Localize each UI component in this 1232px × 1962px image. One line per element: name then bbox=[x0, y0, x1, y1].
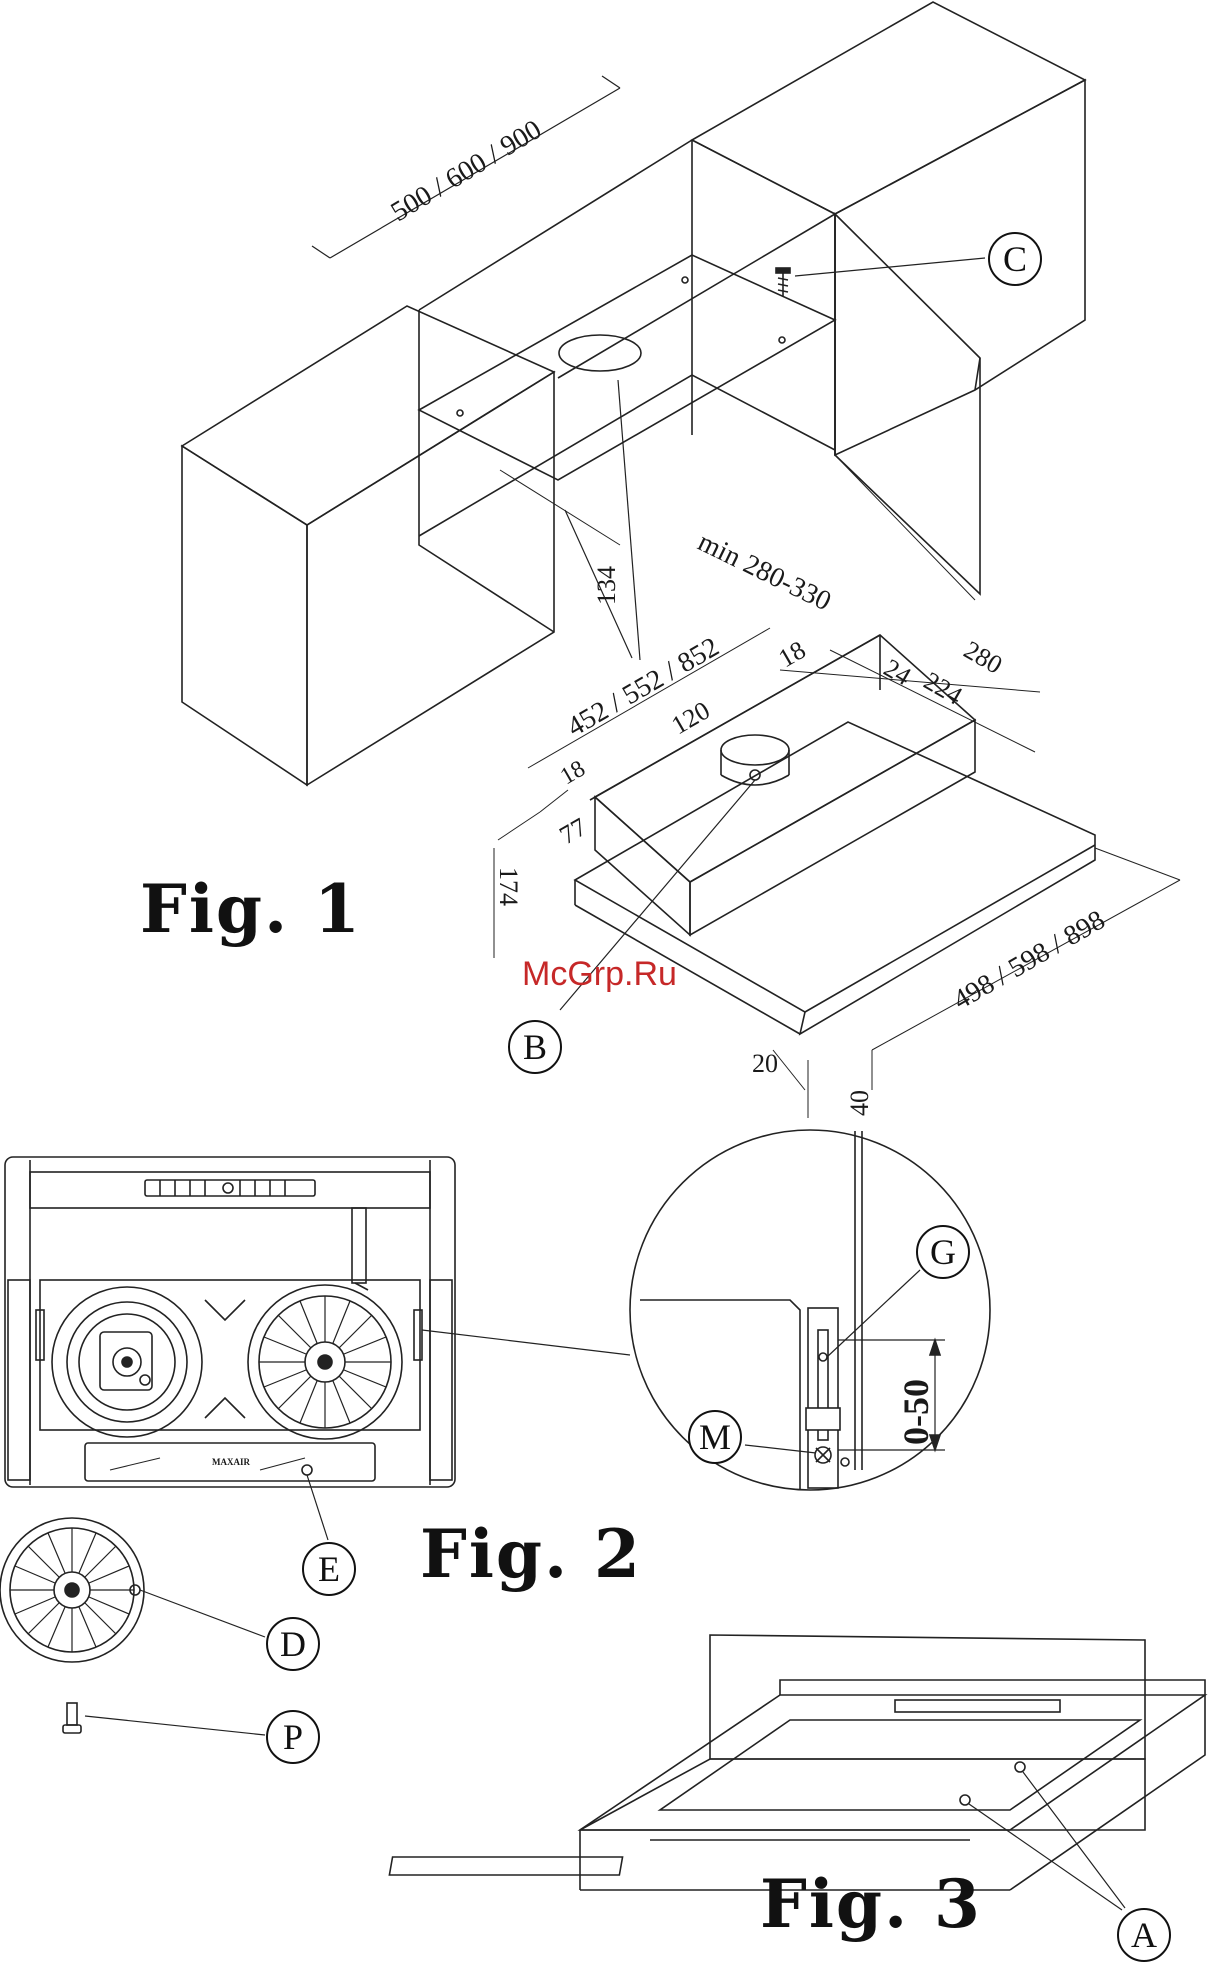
dim-min-height: min 280-330 bbox=[693, 526, 836, 617]
bracket-point-g bbox=[819, 1353, 827, 1361]
control-panel bbox=[30, 1172, 430, 1208]
screw-c bbox=[776, 258, 985, 296]
callout-p: P bbox=[266, 1710, 320, 1764]
left-cabinet-side bbox=[182, 446, 307, 785]
recess-shelf bbox=[419, 255, 835, 480]
fig1-cabinets bbox=[182, 2, 1085, 785]
callout-m: M bbox=[688, 1410, 742, 1464]
hood-front bbox=[690, 720, 975, 935]
callout-b: B bbox=[508, 1020, 562, 1074]
left-cabinet-front bbox=[307, 372, 554, 785]
dim-front-width: 498 / 598 / 898 bbox=[948, 904, 1110, 1016]
duct-collar bbox=[721, 735, 789, 765]
right-cabinet-top bbox=[692, 2, 1085, 214]
dim-224: 224 bbox=[919, 666, 967, 711]
callout-d: D bbox=[266, 1617, 320, 1671]
callout-c: C bbox=[988, 232, 1042, 286]
filter-d bbox=[0, 1518, 265, 1662]
fig3-point-a1 bbox=[1015, 1762, 1025, 1772]
fig2-title: Fig. 2 bbox=[420, 1515, 642, 1593]
dim-20: 20 bbox=[752, 1049, 778, 1078]
callout-e: E bbox=[302, 1542, 356, 1596]
dim-hood-depth: 280 bbox=[959, 635, 1007, 680]
hood-left-side bbox=[595, 797, 690, 935]
adjust-bracket bbox=[808, 1308, 838, 1488]
fig1-title: Fig. 1 bbox=[140, 870, 362, 948]
dim-18-left: 18 bbox=[556, 756, 590, 791]
fig2-detail bbox=[630, 1130, 990, 1490]
panel-label: MAXAIR bbox=[212, 1457, 250, 1467]
fig2-front-view bbox=[5, 1157, 630, 1540]
watermark: McGrp.Ru bbox=[522, 955, 677, 994]
dim-174: 174 bbox=[494, 867, 523, 906]
left-cabinet-top bbox=[182, 306, 554, 525]
fig3-point-a2 bbox=[960, 1795, 970, 1805]
hood-frame bbox=[5, 1157, 455, 1487]
dim-adjust-range: 0-50 bbox=[896, 1379, 936, 1445]
right-cabinet-front bbox=[835, 80, 1085, 455]
dim-40: 40 bbox=[845, 1090, 874, 1116]
cabinet-door bbox=[835, 214, 980, 594]
dim-24: 24 bbox=[879, 653, 916, 691]
dim-134: 134 bbox=[592, 566, 621, 605]
dim-18-top: 18 bbox=[774, 635, 811, 673]
control-strip bbox=[145, 1180, 315, 1196]
fig3-title: Fig. 3 bbox=[760, 1865, 982, 1943]
visor-point-e bbox=[302, 1465, 312, 1475]
dim-cabinet-width: 500 / 600 / 900 bbox=[386, 114, 547, 228]
pin-p bbox=[63, 1703, 265, 1735]
dim-77: 77 bbox=[555, 812, 592, 850]
callout-a: A bbox=[1117, 1908, 1171, 1962]
callout-g: G bbox=[916, 1225, 970, 1279]
